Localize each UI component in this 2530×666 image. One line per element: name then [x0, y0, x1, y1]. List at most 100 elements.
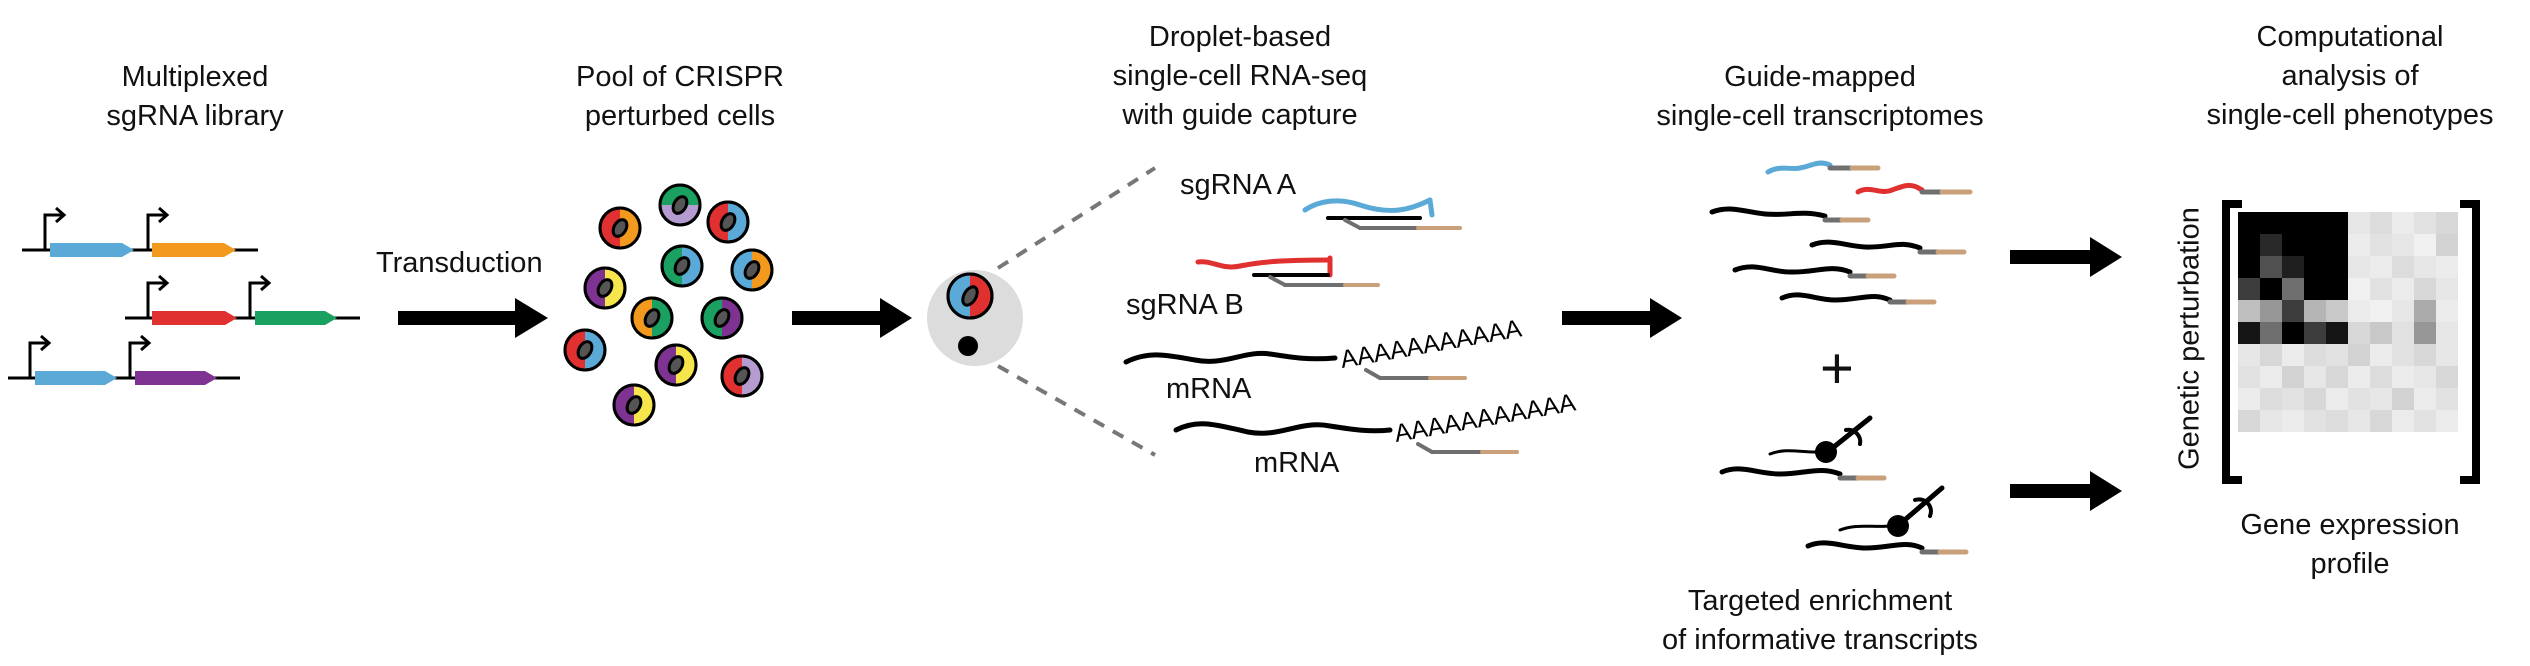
heatmap-cell [2348, 322, 2370, 344]
heatmap-cell [2238, 278, 2260, 300]
flow-arrows [398, 237, 2122, 511]
heatmap-cell [2348, 212, 2370, 234]
heatmap-cell [2414, 300, 2436, 322]
mrna-label-1: mRNA [1166, 373, 1252, 405]
sgrna-library-constructs [8, 206, 360, 380]
heatmap-cell [2260, 366, 2282, 388]
heatmap-cell [2260, 212, 2282, 234]
heatmap-cell [2260, 322, 2282, 344]
heatmap-cell [2436, 278, 2458, 300]
heatmap-cell [2348, 410, 2370, 432]
heatmap-cell [2238, 344, 2260, 366]
enrichment-bead-2 [1887, 515, 1909, 537]
heatmap-cell [2326, 234, 2348, 256]
heatmap-cell [2282, 278, 2304, 300]
heatmap-cell [2282, 300, 2304, 322]
heatmap-cell [2282, 366, 2304, 388]
heatmap-cell [2370, 256, 2392, 278]
heatmap-cell [2392, 322, 2414, 344]
heatmap-cell [2370, 322, 2392, 344]
heatmap-cell [2260, 300, 2282, 322]
heatmap-cell [2304, 300, 2326, 322]
heatmap-cell [2392, 388, 2414, 410]
heatmap-cell [2436, 344, 2458, 366]
heatmap-cell [2304, 234, 2326, 256]
heatmap-cell [2348, 256, 2370, 278]
heatmap-cell [2282, 344, 2304, 366]
heatmap-cell [2348, 366, 2370, 388]
heatmap-cell [2436, 410, 2458, 432]
transduction-label: Transduction [376, 247, 543, 279]
heatmap-cell [2392, 366, 2414, 388]
heatmap-cell [2238, 410, 2260, 432]
heatmap-cell [2260, 234, 2282, 256]
heatmap-cell [2326, 366, 2348, 388]
heatmap-cell [2436, 234, 2458, 256]
heatmap-cell [2304, 410, 2326, 432]
heatmap-cell [2370, 410, 2392, 432]
heatmap-cell [2436, 256, 2458, 278]
heatmap-cell [2392, 410, 2414, 432]
heatmap-cell [2238, 256, 2260, 278]
heatmap-cell [2348, 234, 2370, 256]
enrichment-bead-1 [1815, 441, 1837, 463]
heatmap-cell [2414, 366, 2436, 388]
heatmap-cell [2414, 322, 2436, 344]
heatmap-cell [2304, 388, 2326, 410]
heatmap-cell [2414, 278, 2436, 300]
heatmap-cell [2282, 234, 2304, 256]
heatmap-cell [2260, 344, 2282, 366]
heatmap-cell [2436, 212, 2458, 234]
heatmap-cell [2238, 322, 2260, 344]
heatmap-cell [2414, 256, 2436, 278]
heatmap-cell [2348, 300, 2370, 322]
heatmap-cell [2304, 256, 2326, 278]
polya-tail-1: AAAAAAAAAAA [1338, 314, 1524, 373]
heatmap-cell [2304, 322, 2326, 344]
heatmap-cell [2260, 388, 2282, 410]
mrna-label-2: mRNA [1254, 447, 1340, 479]
heatmap-cell [2414, 410, 2436, 432]
heatmap-cell [2392, 278, 2414, 300]
droplet [927, 166, 1157, 457]
heatmap-cell [2414, 388, 2436, 410]
mapped-transcripts [1709, 160, 1973, 305]
heatmap-cell [2326, 300, 2348, 322]
heatmap-brackets [2222, 200, 2480, 484]
heatmap-cell [2370, 388, 2392, 410]
heatmap-cell [2414, 234, 2436, 256]
heatmap-cell [2414, 344, 2436, 366]
heatmap-cell [2326, 322, 2348, 344]
heatmap-cell [2282, 388, 2304, 410]
heatmap-cell [2326, 344, 2348, 366]
heatmap-cell [2304, 212, 2326, 234]
heatmap-cell [2238, 300, 2260, 322]
gene-arrows [35, 243, 337, 385]
heatmap-cell [2392, 300, 2414, 322]
heatmap-cell [2348, 278, 2370, 300]
heatmap-cell [2392, 234, 2414, 256]
heatmap-cell [2348, 344, 2370, 366]
heatmap-cell [2238, 388, 2260, 410]
heatmap-cell [2392, 212, 2414, 234]
heatmap-cell [2304, 344, 2326, 366]
plus-sign: + [1820, 336, 1854, 401]
heatmap-cell [2238, 234, 2260, 256]
heatmap-cell [2326, 256, 2348, 278]
sgrna-a-label: sgRNA A [1180, 169, 1297, 201]
heatmap-cell [2370, 212, 2392, 234]
cell-pool [563, 183, 774, 427]
polya-tail-2: AAAAAAAAAAA [1392, 388, 1578, 447]
targeted-enrichment [1719, 415, 1969, 555]
capture-detail [1123, 197, 1519, 454]
heatmap-cell [2282, 256, 2304, 278]
